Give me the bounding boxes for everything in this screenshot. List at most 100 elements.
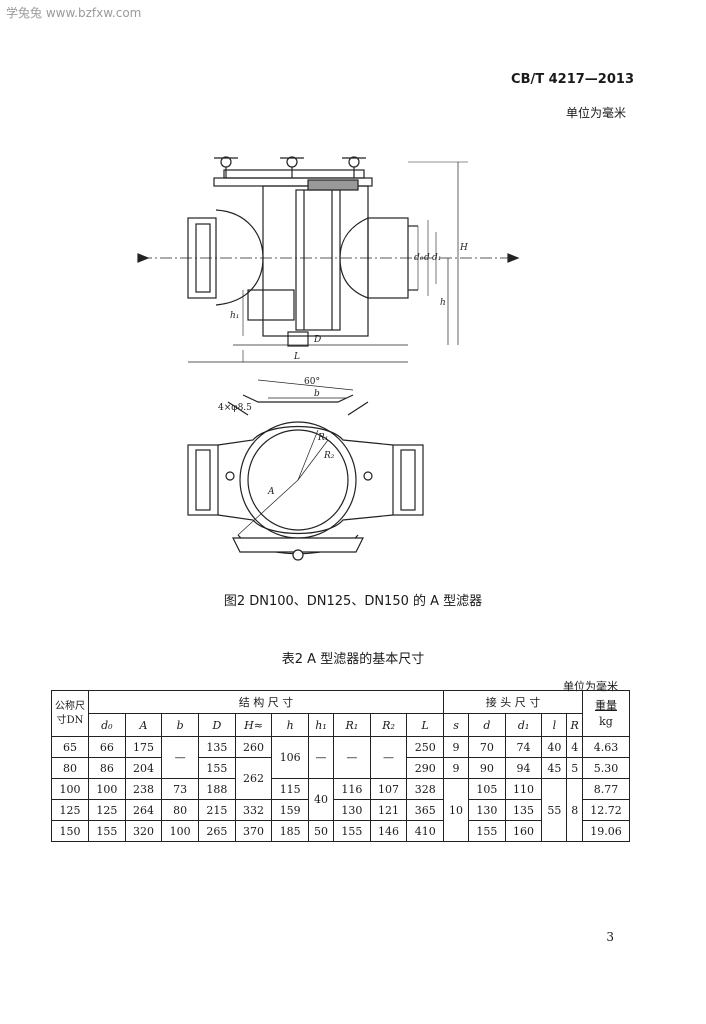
cell-D: 265 — [198, 820, 236, 842]
col-H: H≈ — [234, 713, 273, 737]
cell-d1: 74 — [504, 736, 543, 758]
cell-L: 328 — [406, 778, 445, 800]
cell-d: 130 — [468, 799, 506, 821]
cell-R2: 146 — [369, 820, 408, 842]
table-row: 125 125 264 80 215 332 159 130 121 365 1… — [51, 799, 630, 821]
cell-b: 73 — [161, 778, 200, 800]
col-s: s — [443, 713, 470, 737]
dim-label-d: d — [424, 253, 430, 263]
cell-A: 238 — [124, 778, 163, 800]
cell-l-merged: 55 — [541, 778, 568, 842]
holes-label: 4×φ8.5 — [218, 403, 252, 413]
col-h1: h₁ — [308, 713, 335, 737]
table-row: 80 86 204 155 262 290 9 90 94 45 5 5.30 — [51, 757, 630, 800]
cell-weight: 4.63 — [582, 736, 630, 758]
cell-D: 155 — [198, 757, 236, 779]
cell-dn: 65 — [51, 736, 89, 758]
header-weight: 重量 kg — [582, 690, 630, 737]
cell-R1-merged: — — [333, 736, 371, 779]
cell-d0: 86 — [88, 757, 126, 779]
col-d1: d₁ — [504, 713, 543, 737]
standard-code: CB/T 4217—2013 — [511, 72, 634, 87]
cell-weight: 19.06 — [582, 820, 630, 842]
cell-d1: 135 — [504, 799, 543, 821]
cell-D: 188 — [198, 778, 236, 800]
cell-D: 215 — [198, 799, 236, 821]
cell-H: 370 — [234, 820, 273, 842]
col-b: b — [161, 713, 200, 737]
cell-b: 80 — [161, 799, 200, 821]
header-weight-unit: kg — [599, 714, 613, 728]
plan-view — [187, 379, 424, 561]
header-weight-label: 重量 — [595, 698, 617, 712]
cell-R1: 116 — [333, 778, 371, 800]
header-nominal: 公称尺寸DN — [51, 690, 89, 737]
cell-H: 260 — [234, 736, 273, 758]
cell-d0: 125 — [88, 799, 126, 821]
unit-note-top: 单位为毫米 — [565, 106, 626, 120]
cell-R2: 121 — [369, 799, 408, 821]
cell-h: 185 — [271, 820, 310, 842]
col-R: R — [566, 713, 583, 737]
cell-d1: 110 — [504, 778, 543, 800]
table-header-row: 公称尺寸DN 结 构 尺 寸 接 头 尺 寸 重量 kg — [51, 690, 630, 737]
figure-caption: 图2 DN100、DN125、DN150 的 A 型滤器 — [223, 594, 483, 609]
cell-L: 290 — [406, 757, 445, 779]
cell-dn: 150 — [51, 820, 89, 842]
cell-R-merged: 8 — [566, 778, 583, 842]
col-h: h — [271, 713, 310, 737]
cell-l: 45 — [541, 757, 568, 779]
cell-s: 9 — [443, 736, 470, 758]
cell-s-merged: 10 — [443, 778, 470, 842]
page-number: 3 — [606, 930, 614, 944]
col-d: d — [468, 713, 506, 737]
front-view — [137, 156, 520, 363]
cell-l: 40 — [541, 736, 568, 758]
dimensions-table: 公称尺寸DN 结 构 尺 寸 接 头 尺 寸 重量 kg d₀ A b D H≈… — [51, 690, 630, 842]
dim-label-R2: R₂ — [323, 451, 335, 461]
cell-dn: 125 — [51, 799, 89, 821]
dim-label-d1: d₁ — [432, 253, 441, 263]
cell-h1: 50 — [308, 820, 335, 842]
cell-d: 90 — [468, 757, 506, 779]
dim-label-d0: d₀ — [414, 253, 424, 263]
table-row: 65 66 175 — 135 260 106 — — — 250 9 70 7… — [51, 736, 630, 779]
dim-label-h: h — [440, 298, 446, 308]
cell-R: 4 — [566, 736, 583, 758]
cell-R: 5 — [566, 757, 583, 779]
cell-h-merged: 106 — [271, 736, 310, 779]
watermark-text: 学兔兔 www.bzfxw.com — [6, 6, 142, 20]
cell-h: 115 — [271, 778, 310, 800]
cell-weight: 5.30 — [582, 757, 630, 779]
cell-b-merged: — — [161, 736, 200, 779]
angle-label: 60° — [304, 377, 320, 387]
col-d0: d₀ — [88, 713, 126, 737]
cell-d0: 100 — [88, 778, 126, 800]
dim-label-h1: h₁ — [230, 311, 239, 321]
cell-d: 155 — [468, 820, 506, 842]
cell-d0: 66 — [88, 736, 126, 758]
cell-weight: 8.77 — [582, 778, 630, 800]
cell-A: 204 — [124, 757, 163, 779]
cell-R2-merged: — — [369, 736, 408, 779]
filter-technical-drawing: H h h₁ D L d₀ d d₁ 60° 4×φ8.5 b R₁ R₂ A — [137, 156, 520, 561]
col-R2: R₂ — [369, 713, 408, 737]
cell-L: 410 — [406, 820, 445, 842]
cell-d0: 155 — [88, 820, 126, 842]
cell-H-merged: 262 — [234, 757, 273, 800]
dim-label-L: L — [293, 352, 300, 362]
cell-dn: 100 — [51, 778, 89, 800]
dim-label-b: b — [314, 389, 320, 399]
cell-R2: 107 — [369, 778, 408, 800]
col-D: D — [198, 713, 236, 737]
cell-H: 332 — [234, 799, 273, 821]
cell-R1: 155 — [333, 820, 371, 842]
table-row: 100 100 238 73 188 115 40 116 107 328 10… — [51, 778, 630, 842]
cell-L: 250 — [406, 736, 445, 758]
table-title: 表2 A 型滤器的基本尺寸 — [281, 652, 425, 667]
cell-A: 264 — [124, 799, 163, 821]
cell-d: 105 — [468, 778, 506, 800]
cell-R1: 130 — [333, 799, 371, 821]
dim-label-D: D — [313, 335, 321, 345]
cell-d1: 160 — [504, 820, 543, 842]
